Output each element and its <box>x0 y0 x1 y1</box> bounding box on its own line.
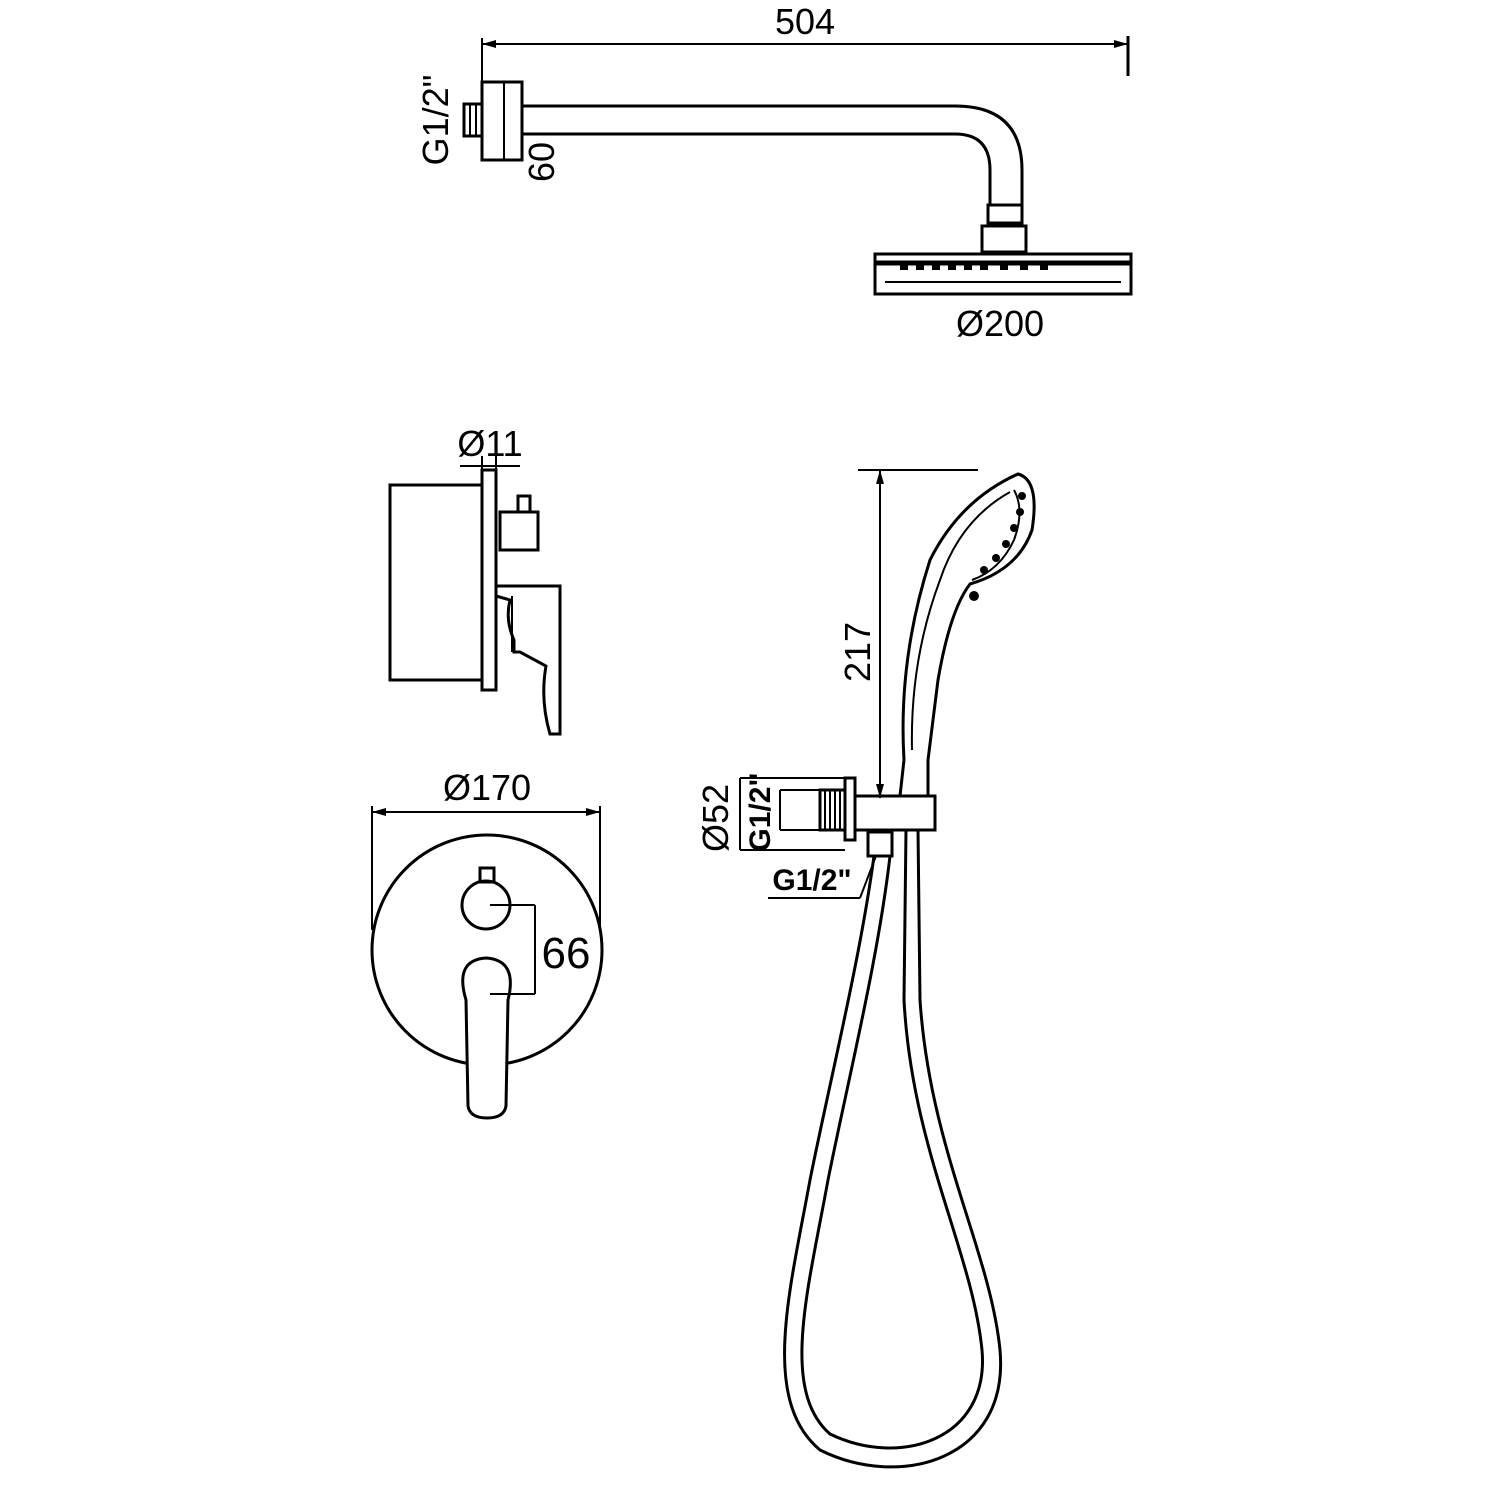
mixer-side-view <box>388 456 562 736</box>
mixer-front-view <box>370 806 604 1120</box>
outlet-thread-label: G1/2" <box>772 864 851 897</box>
arm-thread-label: G1/2" <box>415 75 456 166</box>
overhead-shower-arm <box>462 36 1133 296</box>
pin-diameter-label: Ø11 <box>457 423 522 464</box>
knob-spacing-label: 66 <box>542 929 591 978</box>
plate-diameter-label: Ø170 <box>443 767 531 808</box>
shower-head-diameter-label: Ø200 <box>956 303 1044 344</box>
arm-length-label: 504 <box>775 1 835 42</box>
hand-shower <box>739 469 1036 1469</box>
hand-shower-length-label: 217 <box>837 622 878 682</box>
bracket-diameter-label: Ø52 <box>695 784 736 852</box>
bracket-thread-label: G1/2" <box>744 772 777 851</box>
flange-depth-label: 60 <box>521 142 562 182</box>
